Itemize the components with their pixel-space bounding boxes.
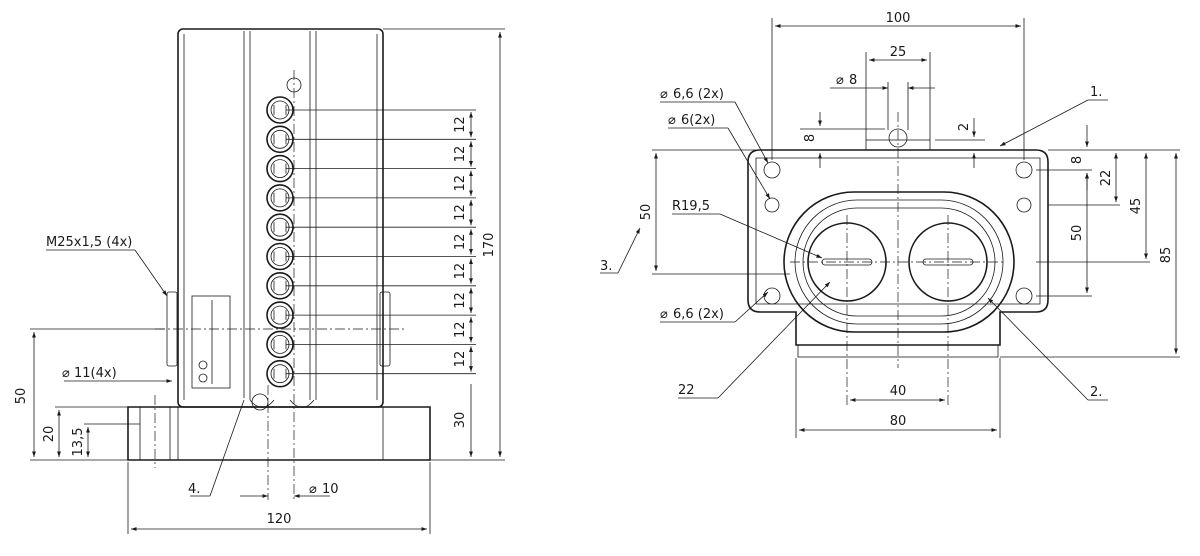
- nameplate: [191, 295, 231, 389]
- window-outer: [783, 191, 1015, 333]
- base-plate: [127, 406, 431, 461]
- dim-w25: 25: [890, 45, 907, 60]
- dim-d10-symbol: ⌀: [309, 482, 317, 497]
- dim-r50: 50: [1070, 225, 1085, 242]
- callout-1: 1.: [1090, 85, 1102, 100]
- dim-r45: 45: [1129, 198, 1144, 215]
- callout-3: 3.: [600, 259, 612, 274]
- top-view: 100 25 ⌀ 8 8 2 ⌀ 6,6 (2x) ⌀ 6(2x) R19,5: [600, 11, 1180, 438]
- pitch-dimension-label: 12: [453, 234, 468, 251]
- dim-d6-6-top: 6,6 (2x): [673, 87, 724, 102]
- dim-r85: 85: [1159, 247, 1174, 264]
- dim-d6-6-bottom-symbol: ⌀: [660, 307, 668, 322]
- hole-ml: [764, 197, 780, 213]
- dim-v2: 2: [957, 123, 972, 131]
- dim-w100: 100: [886, 11, 911, 26]
- dim-r22-right: 22: [1099, 170, 1114, 187]
- pitch-dimension-label: 12: [453, 351, 468, 368]
- base-bore: [139, 406, 171, 461]
- side-view: 50 20 13,5 ⌀ 11(4x) M25x1,5 (4x) 120 ⌀ 1…: [14, 28, 505, 534]
- dim-r8: 8: [1070, 156, 1085, 164]
- callout-4: 4.: [188, 482, 200, 497]
- top-actuator-head: [888, 128, 908, 148]
- hole-tr: [1015, 161, 1033, 179]
- hole-tl: [763, 161, 781, 179]
- dim-r22: 22: [678, 383, 695, 398]
- hole-br: [1015, 287, 1033, 305]
- dim-d6: 6(2x): [681, 113, 715, 128]
- dim-d10: 10: [322, 482, 339, 497]
- dim-v8: 8: [803, 134, 818, 142]
- dim-w80: 80: [890, 414, 907, 429]
- dim-d11: 11(4x): [74, 366, 117, 381]
- dim-d6-6-top-symbol: ⌀: [660, 87, 668, 102]
- dim-h170: 170: [482, 233, 497, 258]
- dim-d8-symbol: ⌀: [836, 73, 844, 88]
- top-housing-outline: [747, 149, 1049, 346]
- pitch-dimension-label: 12: [453, 321, 468, 338]
- dim-w120: 120: [267, 512, 292, 527]
- pitch-dimension-label: 12: [453, 263, 468, 280]
- base-hole: [251, 393, 269, 411]
- dim-h20: 20: [42, 426, 57, 443]
- dim-h30: 30: [453, 412, 468, 429]
- dim-m25: M25x1,5 (4x): [46, 235, 132, 250]
- pitch-dimension-label: 12: [453, 204, 468, 221]
- dim-d11-symbol: ⌀: [62, 366, 70, 381]
- hole-bl: [763, 287, 781, 305]
- dim-d6-6-bottom: 6,6 (2x): [673, 307, 724, 322]
- dim-h50-left: 50: [639, 204, 654, 221]
- pitch-dimension-label: 12: [453, 175, 468, 192]
- pitch-dimensions: 12 12 12 12 12 12 12 12 12: [286, 109, 476, 375]
- callout-2: 2.: [1090, 385, 1102, 400]
- pitch-dimension-label: 12: [453, 292, 468, 309]
- pitch-dimension-label: 12: [453, 116, 468, 133]
- dim-r19-5: R19,5: [672, 199, 710, 214]
- dim-w40: 40: [890, 384, 907, 399]
- plunger-column: [266, 96, 294, 388]
- dim-d6-symbol: ⌀: [668, 113, 676, 128]
- dim-h50: 50: [14, 388, 29, 405]
- dim-h13-5: 13,5: [71, 428, 86, 457]
- dim-d8: 8: [849, 73, 857, 88]
- pitch-dimension-label: 12: [453, 146, 468, 163]
- hole-mr: [1016, 197, 1032, 213]
